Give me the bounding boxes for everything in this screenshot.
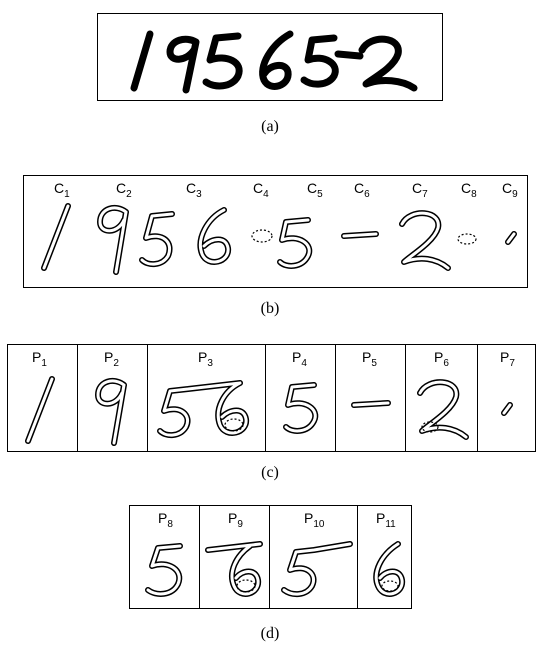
caption-b: (b) [0, 300, 540, 318]
component-c9 [508, 234, 514, 242]
component-c5 [280, 220, 309, 266]
partition-p9: P9 [200, 506, 270, 608]
component-c7 [402, 213, 448, 268]
component-c1 [44, 206, 68, 268]
partition-p5: P5 [336, 345, 406, 451]
handwritten-195652 [98, 14, 444, 102]
partition-p11: P11 [358, 506, 411, 608]
partition-p8: P8 [130, 506, 200, 608]
partition-p4: P4 [266, 345, 336, 451]
partition-p3: P3 [148, 345, 266, 451]
component-c4 [252, 230, 272, 242]
panel-a-image [97, 13, 443, 101]
component-c3 [142, 210, 228, 264]
partition-p6: P6 [406, 345, 478, 451]
caption-d: (d) [0, 625, 540, 643]
panel-c-partitions: P1 P2 P3 P4 P5 P6 P7 [7, 344, 536, 452]
caption-c: (c) [0, 464, 540, 482]
components-drawing [24, 176, 529, 289]
partition-p10: P10 [270, 506, 358, 608]
partition-p2: P2 [78, 345, 148, 451]
partition-p1: P1 [8, 345, 78, 451]
panel-b-components: C1 C2 C3 C4 C5 C6 C7 C8 C9 [23, 175, 528, 288]
component-c6 [344, 234, 376, 236]
caption-a: (a) [0, 118, 540, 136]
partition-p7: P7 [478, 345, 535, 451]
component-c2 [100, 208, 126, 272]
component-c8 [458, 234, 476, 244]
panel-d-partitions: P8 P9 P10 P11 [129, 505, 412, 609]
